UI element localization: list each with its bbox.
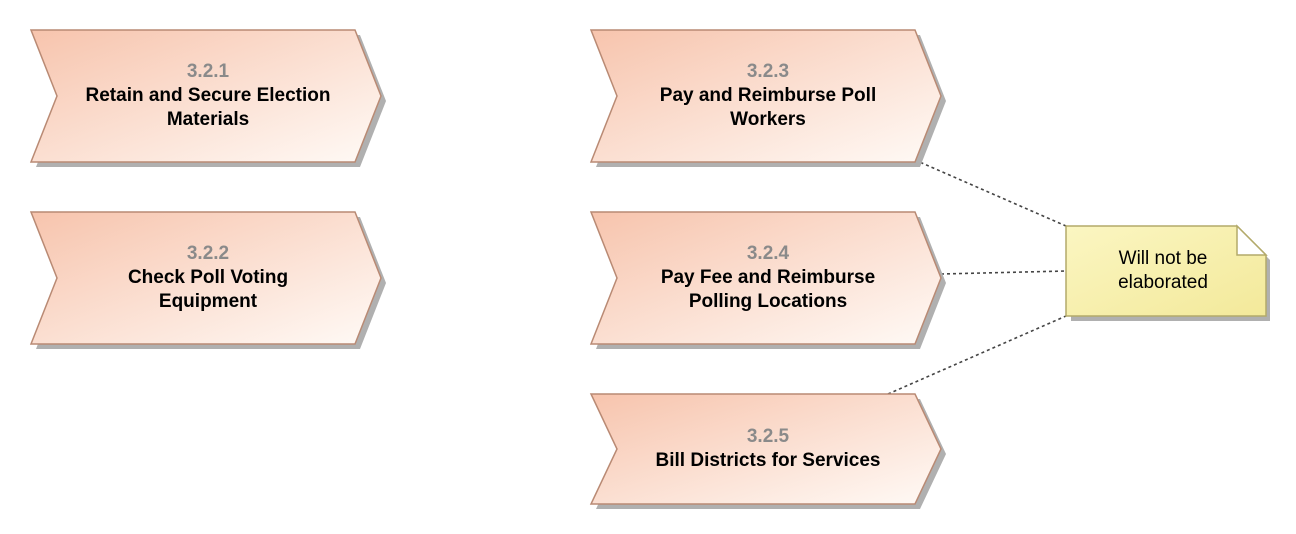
step-name-line-2: Workers — [730, 109, 806, 130]
step-name-line-2: Polling Locations — [689, 291, 847, 312]
step-name-line-2: Equipment — [159, 291, 258, 312]
connector-3-2-5-to-note — [887, 315, 1067, 395]
connector-3-2-4-to-note — [940, 270, 1067, 275]
step-number: 3.2.5 — [747, 426, 790, 447]
step-name-line-1: Check Poll Voting — [128, 267, 288, 288]
note[interactable]: Will not be elaborated — [1065, 224, 1270, 321]
step-chevron — [29, 211, 382, 345]
step-chevron — [589, 211, 942, 345]
step-chevron — [589, 393, 942, 505]
note-body — [1065, 225, 1267, 317]
step-name-line-1: Pay and Reimburse Poll — [660, 85, 876, 106]
step-chevron — [29, 29, 382, 163]
step-chevron — [589, 29, 942, 163]
note-text-line-1: Will not be — [1119, 248, 1208, 269]
step-number: 3.2.1 — [187, 61, 230, 82]
step-name-line-1: Pay Fee and Reimburse — [661, 267, 875, 288]
note-connectors — [887, 159, 1067, 395]
step-name-line-2: Materials — [167, 109, 249, 130]
step-name-line-1: Retain and Secure Election — [86, 85, 331, 106]
note-text-line-2: elaborated — [1118, 272, 1208, 293]
step-number: 3.2.2 — [187, 243, 229, 264]
step-number: 3.2.4 — [747, 243, 790, 264]
step-number: 3.2.3 — [747, 61, 789, 82]
note-fold-corner — [1236, 224, 1268, 256]
step-name-line-1: Bill Districts for Services — [656, 450, 881, 471]
connector-3-2-3-to-note — [914, 159, 1067, 227]
